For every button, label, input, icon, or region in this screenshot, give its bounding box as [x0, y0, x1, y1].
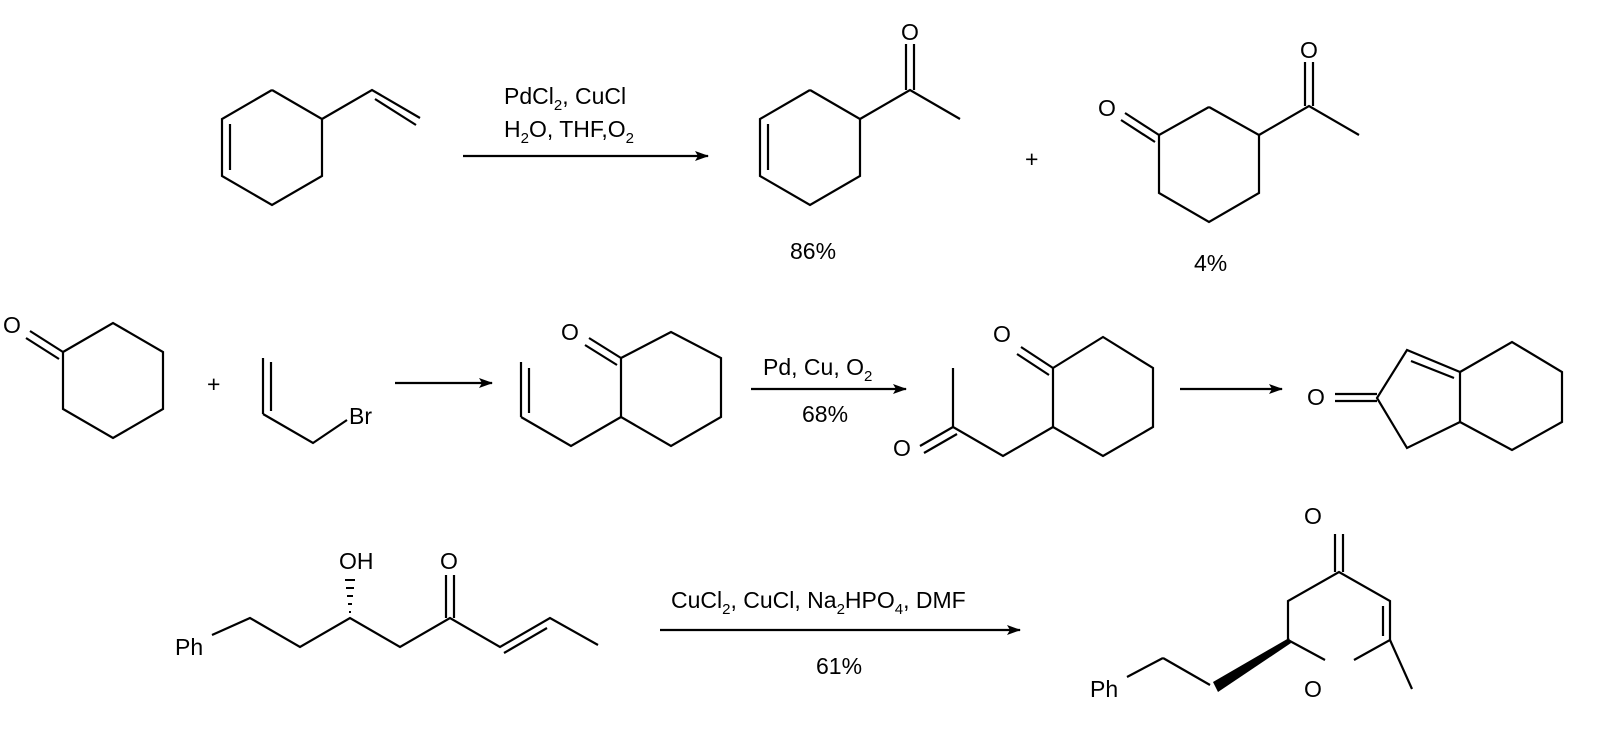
- oxygen-label: O: [893, 435, 911, 461]
- hashed-wedge-bond: [345, 579, 355, 613]
- phenyl-label: Ph: [1090, 676, 1118, 702]
- plus-sign: +: [207, 371, 220, 397]
- oxygen-label: O: [3, 312, 21, 338]
- wacker-reagents: Pd, Cu, O2: [763, 354, 872, 385]
- major-product-structure: O: [758, 19, 961, 207]
- acetyl-oxygen-label: O: [1300, 37, 1318, 63]
- enone-oxygen-label: O: [1307, 384, 1325, 410]
- diketone-structure: O O: [893, 321, 1155, 461]
- scheme-1-reaction-arrow: PdCl2, CuCl H2O, THF,O2: [463, 83, 709, 161]
- major-product-yield: 86%: [790, 238, 836, 264]
- wacker-yield: 68%: [802, 401, 848, 427]
- reagents-line-2: H2O, THF,O2: [504, 116, 634, 147]
- reagents-line-1: PdCl2, CuCl: [504, 83, 626, 114]
- carbonyl-oxygen-label: O: [901, 19, 919, 45]
- oxygen-label: O: [561, 319, 579, 345]
- scheme-1-wacker-oxidation: PdCl2, CuCl H2O, THF,O2 O 86% + O O 4%: [220, 19, 1360, 276]
- hydroxyl-label: OH: [339, 548, 374, 574]
- ketone-oxygen-label: O: [1098, 95, 1116, 121]
- phenyl-label: Ph: [175, 634, 203, 660]
- bromine-label: Br: [349, 403, 372, 429]
- ketone-oxygen-label: O: [1304, 503, 1322, 529]
- scheme-2-annulation: O + Br O Pd, Cu, O2 68%: [3, 312, 1564, 461]
- hydroxy-enone-substrate-structure: Ph O OH: [175, 548, 599, 660]
- cyclization-yield: 61%: [816, 653, 862, 679]
- ketone-oxygen-label: O: [440, 548, 458, 574]
- minor-product-yield: 4%: [1194, 250, 1227, 276]
- 4-vinylcyclohexene-structure: [220, 88, 421, 207]
- ring-oxygen-label: O: [1304, 676, 1322, 702]
- dihydropyranone-product-structure: Ph O O: [1090, 503, 1414, 702]
- scheme-3-oxa-michael-cyclization: Ph O OH CuCl2, CuCl, Na2HPO4, DMF 61% Ph: [175, 503, 1414, 702]
- allyl-bromide-structure: Br: [261, 358, 372, 445]
- solid-wedge-bond: [1213, 638, 1291, 692]
- oxygen-label: O: [993, 321, 1011, 347]
- cyclization-reagents: CuCl2, CuCl, Na2HPO4, DMF: [671, 587, 966, 618]
- cyclohexanone-structure: O: [3, 312, 165, 440]
- plus-sign: +: [1025, 146, 1038, 172]
- bicyclic-enone-structure: O: [1307, 340, 1564, 452]
- minor-product-structure: O O: [1098, 37, 1360, 224]
- 2-allylcyclohexanone-structure: O: [519, 319, 723, 448]
- scheme-3-reaction-arrow: CuCl2, CuCl, Na2HPO4, DMF 61%: [660, 587, 1021, 679]
- wacker-arrow: Pd, Cu, O2 68%: [751, 354, 907, 427]
